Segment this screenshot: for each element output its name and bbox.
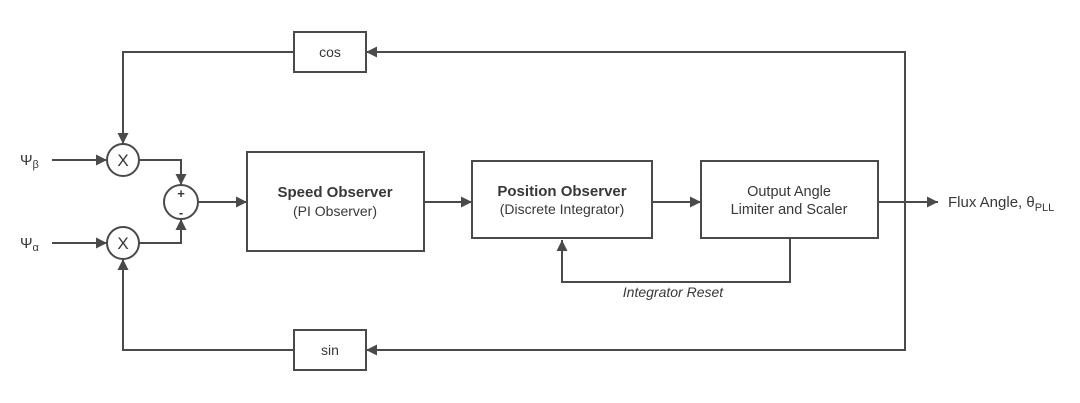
wire-feedback-to-cos	[366, 46, 906, 202]
position-observer-block	[471, 160, 653, 239]
wire-integrator-reset	[556, 238, 791, 283]
sin-block	[293, 329, 367, 371]
flux-angle-subscript: PLL	[1035, 202, 1055, 214]
output-angle-limiter-line2: Limiter and Scaler	[731, 202, 848, 218]
psi-beta-symbol: Ψ	[20, 152, 33, 169]
wire-alpha-multiplier-to-sum	[139, 219, 187, 244]
sum-junction	[163, 184, 199, 220]
wire-beta-multiplier-to-sum	[139, 159, 187, 185]
position-observer-title: Position Observer	[497, 183, 626, 200]
speed-observer-title: Speed Observer	[277, 184, 392, 201]
psi-beta-subscript: β	[33, 159, 39, 171]
speed-observer-subtitle: (PI Observer)	[293, 203, 377, 219]
sum-minus-sign: -	[179, 205, 183, 220]
wire-feedback-to-sin	[366, 202, 906, 356]
alpha-multiplier-junction	[106, 226, 140, 260]
speed-observer-block	[246, 151, 425, 252]
wire-sin-to-alpha-multiplier	[117, 259, 294, 351]
wire-cos-to-beta-multiplier	[117, 51, 294, 144]
cos-block	[293, 31, 367, 73]
output-angle-limiter-block	[700, 160, 879, 239]
integrator-reset-label: Integrator Reset	[623, 284, 724, 300]
beta-multiplier-junction	[106, 143, 140, 177]
psi-alpha-label: Ψα	[20, 235, 40, 254]
psi-beta-label: Ψβ	[20, 152, 39, 171]
output-angle-limiter-line1: Output Angle	[747, 184, 831, 200]
beta-multiplier-symbol: X	[117, 151, 128, 170]
psi-alpha-subscript: α	[33, 242, 40, 254]
flux-angle-label: Flux Angle, θPLL	[948, 194, 1054, 214]
position-observer-subtitle: (Discrete Integrator)	[500, 201, 624, 217]
psi-alpha-symbol: Ψ	[20, 235, 33, 252]
sum-plus-sign: +	[177, 186, 185, 201]
cos-block-label: cos	[319, 44, 341, 60]
flux-angle-text: Flux Angle, θ	[948, 194, 1035, 211]
sin-block-label: sin	[321, 342, 339, 358]
alpha-multiplier-symbol: X	[117, 234, 128, 253]
